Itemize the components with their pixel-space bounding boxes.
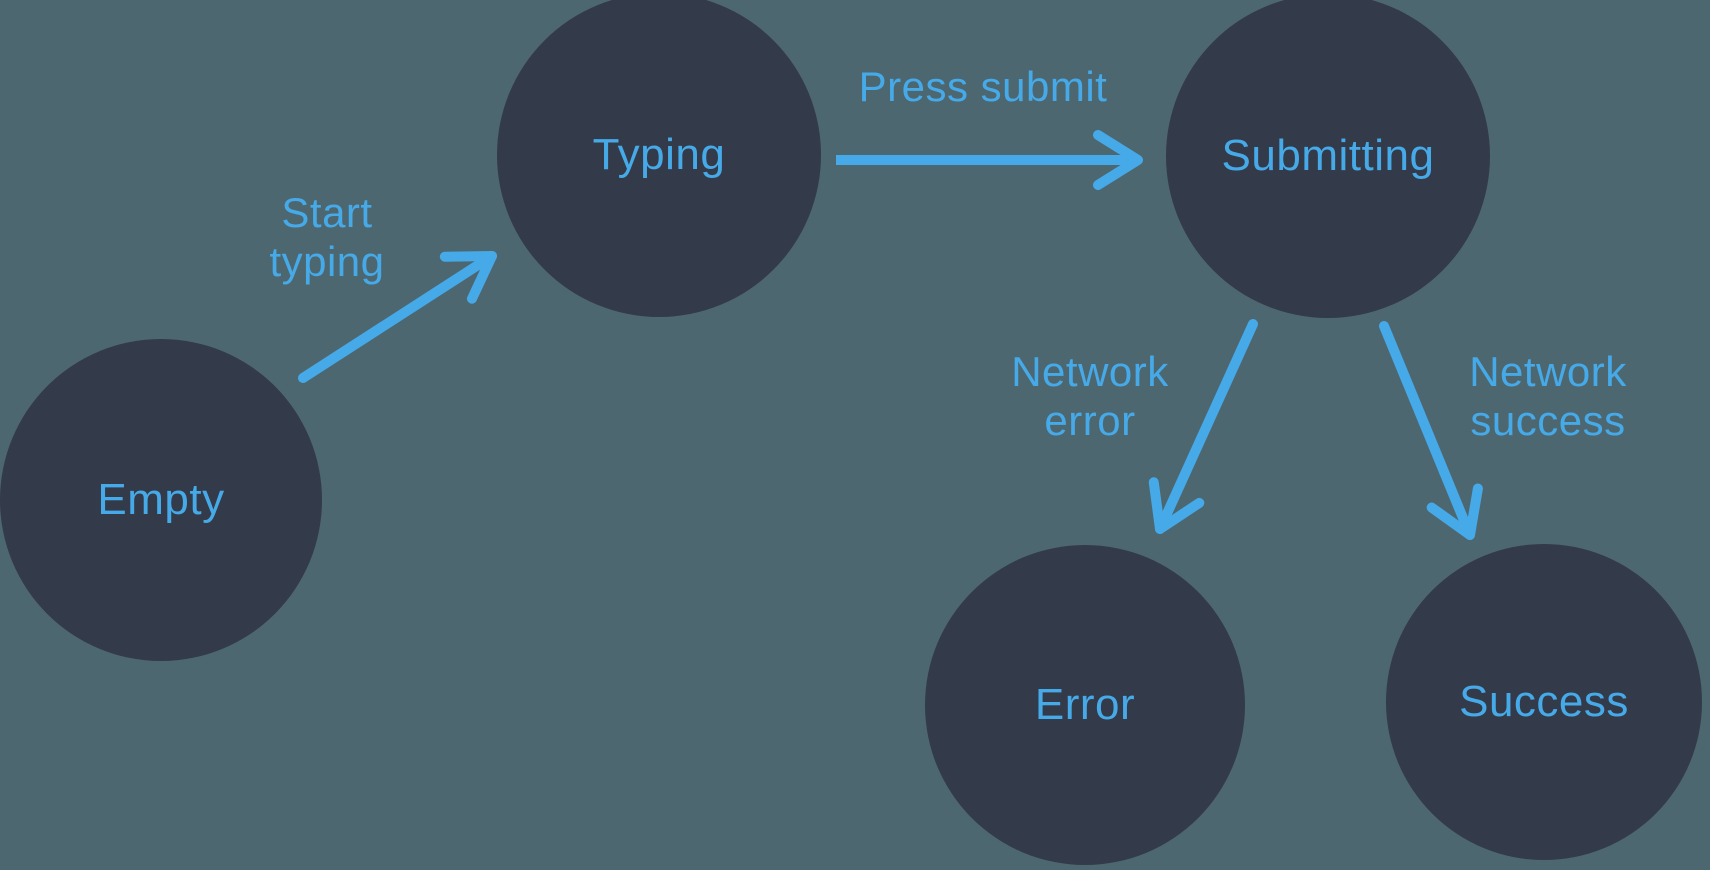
state-label-error: Error	[1034, 680, 1136, 729]
edge-label-network-success: Network success	[1469, 348, 1627, 444]
edge-label-start-typing: Start typing	[269, 189, 385, 285]
state-label-empty: Empty	[97, 475, 225, 524]
state-node-error: Error	[925, 545, 1245, 865]
state-label-typing: Typing	[592, 130, 726, 179]
state-node-success: Success	[1386, 544, 1702, 860]
state-node-empty: Empty	[0, 339, 322, 661]
edge-label-network-error: Network error	[1011, 348, 1169, 444]
edge-label-press-submit: Press submit	[858, 63, 1108, 110]
state-label-success: Success	[1459, 677, 1629, 726]
state-node-typing: Typing	[497, 0, 821, 317]
state-label-submitting: Submitting	[1221, 131, 1435, 180]
state-node-submitting: Submitting	[1166, 0, 1490, 318]
